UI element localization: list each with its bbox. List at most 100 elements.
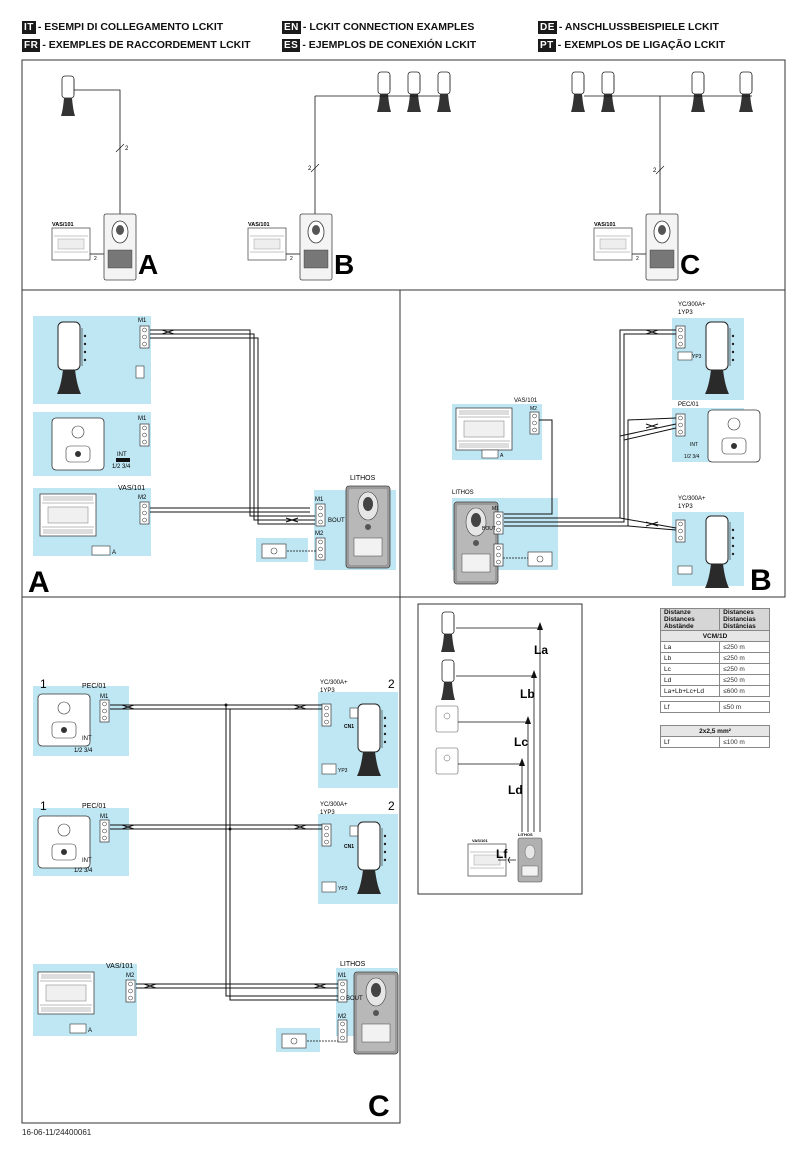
row-value: ≤250 m <box>719 663 770 675</box>
diagram-c-num2-b: 2 <box>388 799 395 813</box>
diagram-a-pec-m1: M1 <box>138 416 147 422</box>
lang-tag-en: EN <box>282 20 301 34</box>
diagram-c-int-a: INT <box>82 736 92 742</box>
diagram-a-lithos-m2: M2 <box>315 531 324 537</box>
overview-c-psu: VAS/101 <box>594 222 616 228</box>
header-left-3: Abstände <box>664 623 694 630</box>
diagram-a-int-values: 1/2 3/4 <box>112 464 131 470</box>
diagram-c-yp3-a: YP3 <box>338 768 348 774</box>
diagram-c-int-b: INT <box>82 858 92 864</box>
title-en: EN- LCKIT CONNECTION EXAMPLES <box>282 18 476 36</box>
table-row: Ld≤250 m <box>659 674 770 686</box>
table-row: La≤250 m <box>659 641 770 653</box>
lang-tag-it: IT <box>22 20 36 34</box>
distance-table: Distanze Distances Abstände Distances Di… <box>659 608 770 748</box>
diagram-b-bout: BOUT <box>482 526 496 532</box>
diagram-c-cn1-b: CN1 <box>344 844 354 850</box>
diagram-c-num1-b: 1 <box>40 799 47 813</box>
svg-text:2: 2 <box>125 146 129 152</box>
overview-b-letter: B <box>334 249 354 280</box>
header-col-3: DE- ANSCHLUSSBEISPIELE LCKIT PT- EXEMPLO… <box>538 18 725 54</box>
header-right-1: Distances <box>723 609 754 616</box>
diagram-c-num1-a: 1 <box>40 677 47 691</box>
diagram-c-hs-b-l1: YC/300A+ <box>320 802 348 808</box>
diagram-c-hs-b-l2: 1YP3 <box>320 810 335 816</box>
overview-a: 2 VAS/101 2 A <box>51 75 158 281</box>
distance-label-lc: Lc <box>514 735 528 749</box>
diagram-c-lithos-m2: M2 <box>338 1014 347 1020</box>
title-de: DE- ANSCHLUSSBEISPIELE LCKIT <box>538 18 725 36</box>
row-key: Lf <box>659 701 721 713</box>
diagram-a-m1-top: M1 <box>138 318 147 324</box>
diagram-c-frame <box>21 596 401 1124</box>
row-key: Lf <box>659 736 721 748</box>
diagram-a-m2: M2 <box>138 495 147 501</box>
table-header-right: Distances Distancias Distâncias <box>719 608 770 631</box>
distances-panel <box>517 837 543 883</box>
diagram-a-lock-label: A <box>112 550 116 556</box>
diagram-b-handset-bot-l2: 1YP3 <box>678 504 693 510</box>
row-value: ≤50 m <box>719 701 770 713</box>
table-section-cable: 2x2,5 mm² <box>660 725 770 737</box>
header-col-2: EN- LCKIT CONNECTION EXAMPLES ES- EJEMPL… <box>282 18 476 54</box>
title-fr-text: - EXEMPLES DE RACCORDEMENT LCKIT <box>42 39 251 51</box>
row-key: Ld <box>659 674 721 686</box>
row-value: ≤250 m <box>719 641 770 653</box>
diagram-b-handset-top-l1: YC/300A+ <box>678 302 706 308</box>
row-key: Lc <box>659 663 721 675</box>
diagram-a-lithos-m1: M1 <box>315 497 324 503</box>
distance-label-lf: Lf <box>496 847 508 861</box>
diagram-c-lock-label: A <box>88 1028 92 1034</box>
header-right-2: Distancias <box>723 616 756 623</box>
row-value: ≤600 m <box>719 685 770 697</box>
diagram-c-hs-a-l1: YC/300A+ <box>320 680 348 686</box>
diagram-c-bout: BOUT <box>346 996 363 1002</box>
overview-a-letter: A <box>138 249 158 280</box>
overview-b-psu: VAS/101 <box>248 222 270 228</box>
title-de-text: - ANSCHLUSSBEISPIELE LCKIT <box>558 21 719 33</box>
lang-tag-pt: PT <box>538 38 556 52</box>
title-pt-text: - EXEMPLOS DE LIGAÇÃO LCKIT <box>557 39 726 51</box>
table-row: Lb≤250 m <box>659 652 770 664</box>
distances-lithos: LITHOS <box>518 832 533 837</box>
distances-lines <box>456 627 541 832</box>
title-fr: FR- EXEMPLES DE RACCORDEMENT LCKIT <box>22 36 251 54</box>
diagram-a-letter: A <box>28 566 50 599</box>
diagram-b-int-values: 1/2 3/4 <box>684 454 700 460</box>
overview-c: 2 VAS/101 2 C <box>570 71 754 281</box>
table-row: Lf≤50 m <box>659 701 770 713</box>
diagram-c-hs-a-l2: 1YP3 <box>320 688 335 694</box>
distances-psu: VAS/101 <box>472 838 488 843</box>
distance-label-ld: Ld <box>508 783 523 797</box>
svg-text:2: 2 <box>308 166 312 172</box>
diagram-c-pec-a-m1: M1 <box>100 694 109 700</box>
distances-pec-1 <box>435 705 459 733</box>
table-row: Lf≤100 m <box>659 736 770 748</box>
diagram-b-psu: VAS/101 <box>514 398 538 404</box>
diagram-a-int: INT <box>117 452 127 458</box>
lang-tag-de: DE <box>538 20 557 34</box>
row-value: ≤100 m <box>719 736 770 748</box>
diagram-c-lithos-m1: M1 <box>338 973 347 979</box>
table-section-vcm: VCM/1D <box>660 630 770 642</box>
distances-pec-2 <box>435 747 459 775</box>
header-col-1: IT- ESEMPI DI COLLEGAMENTO LCKIT FR- EXE… <box>22 18 251 54</box>
distance-label-lb: Lb <box>520 687 535 701</box>
row-value: ≤250 m <box>719 674 770 686</box>
title-en-text: - LCKIT CONNECTION EXAMPLES <box>302 21 475 33</box>
diagram-a-wires <box>150 329 315 525</box>
diagram-c-letter: C <box>368 1090 390 1123</box>
diagram-c-int-values-b: 1/2 3/4 <box>74 868 93 874</box>
diagram-c-pec-a: PEC/01 <box>82 683 106 690</box>
diagram-b-handset-bot-l1: YC/300A+ <box>678 496 706 502</box>
row-key: Lb <box>659 652 721 664</box>
svg-text:2: 2 <box>290 256 293 262</box>
diagram-c-cn1-a: CN1 <box>344 724 354 730</box>
distances-frame <box>417 603 583 895</box>
diagram-c-int-values-a: 1/2 3/4 <box>74 748 93 754</box>
title-it: IT- ESEMPI DI COLLEGAMENTO LCKIT <box>22 18 251 36</box>
title-es: ES- EJEMPLOS DE CONEXIÓN LCKIT <box>282 36 476 54</box>
title-es-text: - EJEMPLOS DE CONEXIÓN LCKIT <box>302 39 477 51</box>
diagram-b-lithos: LITHOS <box>452 490 474 496</box>
